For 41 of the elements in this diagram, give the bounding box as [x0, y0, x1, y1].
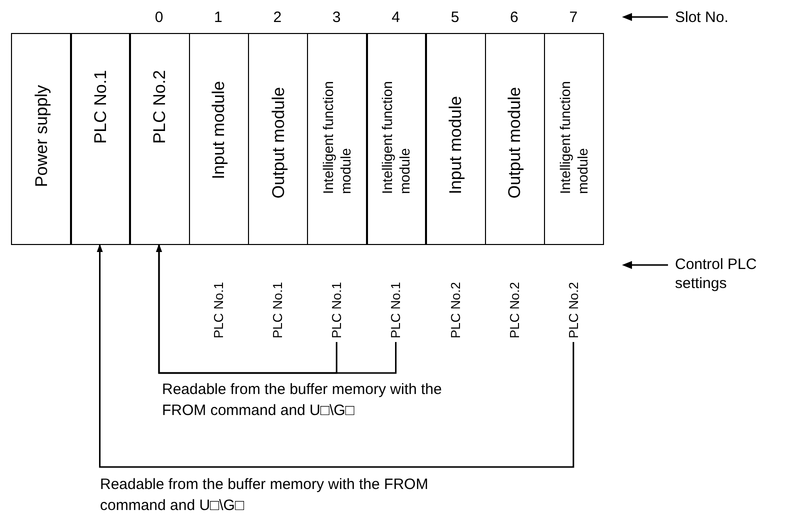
- note-text: Readable from the buffer memory with the FROM command and U□\G□: [100, 475, 430, 516]
- control-plc-text: PLC No.1: [326, 252, 347, 338]
- control-plc-caption: Control PLC settings: [675, 256, 758, 294]
- slot-number: 1: [213, 10, 224, 25]
- control-plc-text: PLC No.2: [504, 252, 524, 338]
- note-text: Readable from the buffer memory with the FROM command and U□\G□: [162, 380, 443, 421]
- module-label: Input module: [208, 80, 230, 179]
- module-slot: [188, 33, 250, 245]
- module-slot: [129, 33, 190, 245]
- control-plc-text: PLC No.1: [267, 252, 288, 338]
- module-label: Power supply: [30, 84, 52, 187]
- module-slot: [544, 33, 604, 245]
- module-label: Intelligent function module: [320, 80, 354, 194]
- slot-number: 3: [331, 10, 342, 25]
- module-slot: [11, 33, 72, 245]
- module-label: PLC No.2: [149, 70, 170, 144]
- module-label: Intelligent function module: [556, 80, 592, 194]
- module-slot: [425, 33, 486, 245]
- module-slot: [248, 33, 308, 245]
- module-slot: [307, 33, 368, 245]
- module-slot: [70, 33, 131, 245]
- slot-number: 5: [450, 10, 460, 25]
- module-label: PLC No.1: [90, 70, 111, 144]
- module-slot: [484, 33, 546, 245]
- slot-number: 0: [154, 10, 164, 25]
- slot-number: 7: [568, 10, 579, 25]
- module-label: Input module: [445, 96, 466, 194]
- control-plc-text: PLC No.2: [445, 252, 465, 338]
- module-label: Output module: [504, 87, 526, 199]
- control-plc-text: PLC No.2: [563, 252, 584, 338]
- arrow: [96, 244, 574, 468]
- slot-number: 6: [509, 10, 520, 25]
- control-plc-text: PLC No.1: [386, 252, 406, 338]
- module-label: Intelligent function module: [379, 80, 414, 194]
- arrow: [156, 244, 397, 374]
- slot-number: 4: [390, 10, 401, 25]
- module-label: Output module: [268, 87, 289, 199]
- slot-number: 2: [272, 10, 283, 25]
- slot-number-caption: Slot No.: [675, 10, 728, 25]
- control-plc-text: PLC No.1: [208, 252, 228, 338]
- module-slot: [366, 33, 427, 245]
